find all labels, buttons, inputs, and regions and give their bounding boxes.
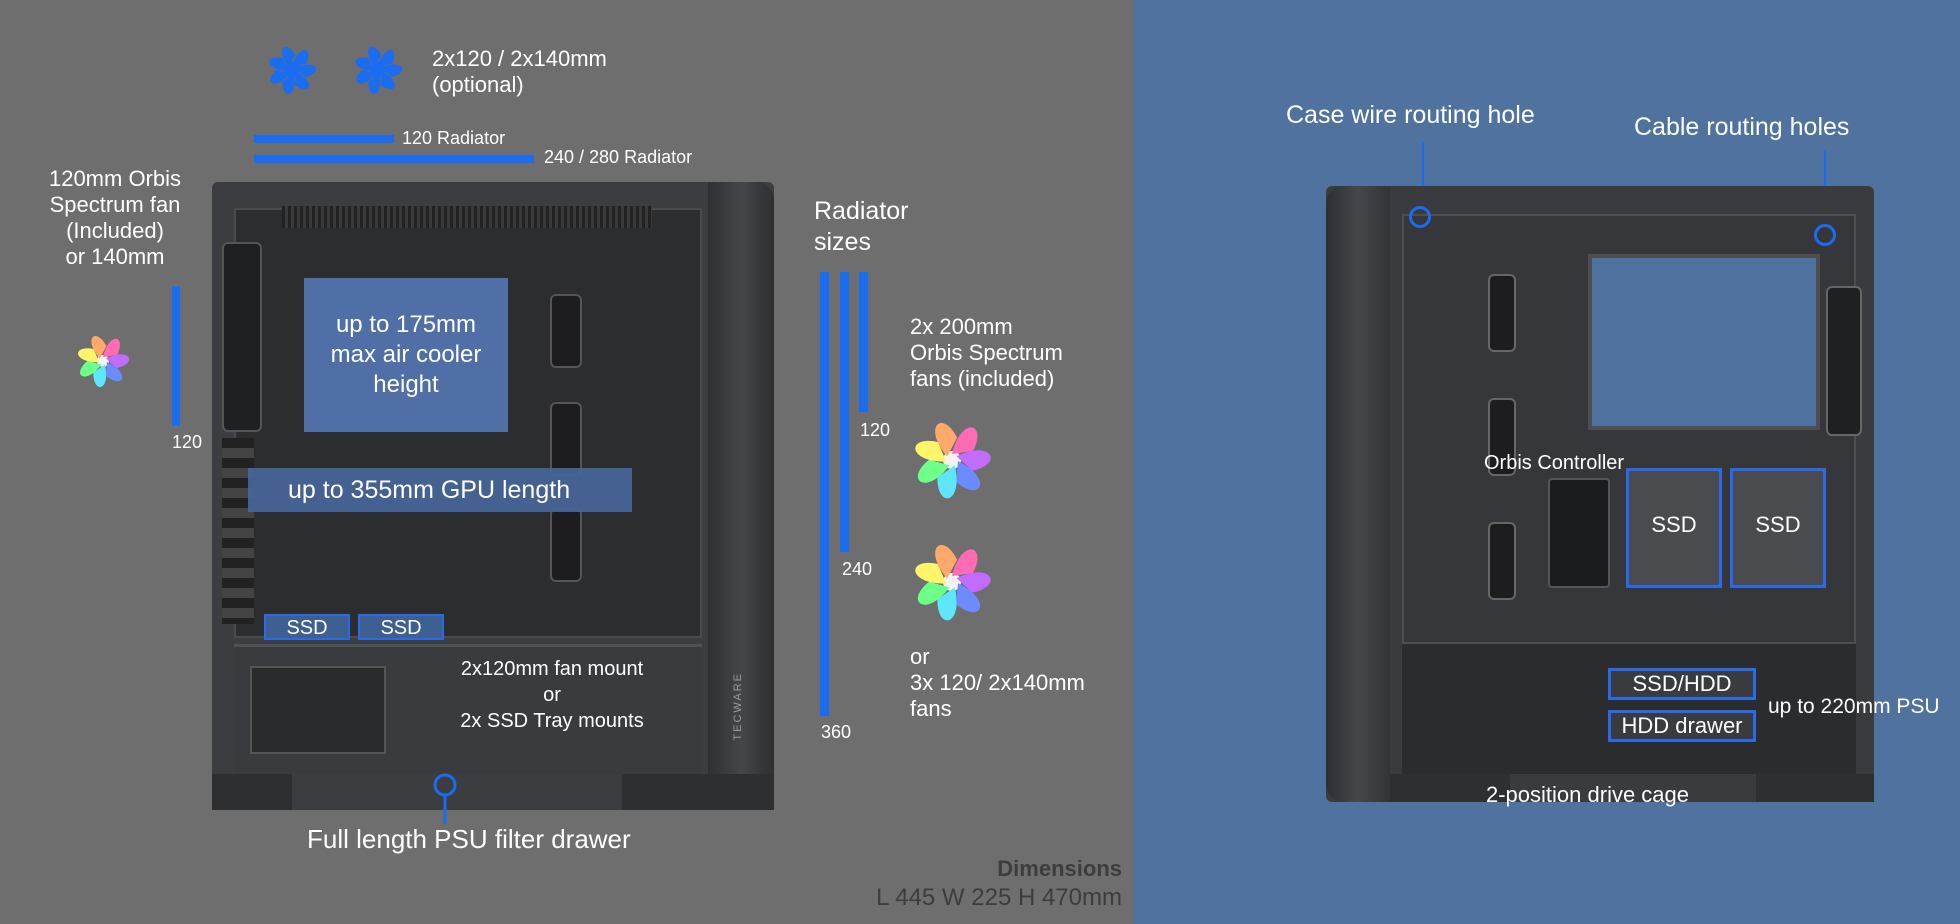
controller-label: Orbis Controller (1484, 452, 1625, 474)
gpu-zone (248, 468, 632, 512)
expansion-slots (222, 438, 254, 624)
front-fans-alt-label: or 3x 120/ 2x140mm fans (910, 644, 1085, 721)
top-fans-label: 2x120 / 2x140mm (optional) (432, 46, 607, 97)
foot (1756, 774, 1874, 802)
wire-hole-marker (1814, 224, 1836, 246)
ssd-label: SSD (286, 617, 328, 639)
fan-icon (269, 46, 317, 94)
psu-filter-marker (433, 773, 457, 824)
grommet (550, 294, 582, 368)
radiator-120-vbar (859, 272, 868, 412)
radiator-120-label: 120 Radiator (402, 128, 506, 148)
dimensions-title: Dimensions (997, 856, 1122, 881)
cooler-label: up to 175mm max air cooler height (330, 311, 482, 398)
grommet (1488, 274, 1516, 352)
front-fans-label: 2x 200mm Orbis Spectrum fans (included) (910, 314, 1063, 391)
psu-label: up to 220mm PSU (1768, 695, 1940, 718)
leader-line (1422, 142, 1424, 208)
ssd-label: SSD (380, 617, 422, 639)
grommet (550, 508, 582, 582)
ssd-tray (358, 614, 444, 640)
rgb-fan-icon (915, 545, 991, 621)
case-right-view: Orbis Controller SSD SSD SSD/HDD HDD dra… (1326, 186, 1940, 802)
dimensions-value: L 445 W 225 H 470mm (876, 884, 1122, 911)
basement (1402, 644, 1856, 774)
radiator-240-label: 240 / 280 Radiator (544, 147, 693, 167)
grommet (1488, 398, 1516, 476)
front-panel (1326, 186, 1390, 802)
wire-hole-marker (1409, 206, 1431, 228)
drive-cage-label: 2-position drive cage (1486, 782, 1690, 807)
foot (212, 774, 292, 810)
front-panel (708, 182, 774, 810)
rear-fan (1826, 286, 1862, 436)
psu-opening (250, 666, 386, 754)
rear-fan-label: 120mm Orbis Spectrum fan (Included) or 1… (48, 166, 182, 269)
rgb-fan-icon (78, 336, 130, 388)
ssd-hdd-box (1608, 668, 1756, 700)
cpu-cutout (1588, 254, 1820, 430)
brand-text: TECWARE (732, 672, 744, 741)
ssd-hdd-label: SSD/HDD (1632, 671, 1732, 696)
psu-filter-label: Full length PSU filter drawer (307, 824, 631, 854)
right-panel: Case wire routing hole Cable routing hol… (1134, 0, 1960, 924)
case-left-view: TECWARE up to 175mm max air cooler heigh… (212, 182, 774, 810)
orbis-controller (1548, 478, 1610, 588)
case-wire-label: Case wire routing hole (1286, 101, 1535, 129)
ssd-label: SSD (1755, 512, 1801, 537)
left-panel: 2x120 / 2x140mm (optional) 120 Radiator … (48, 46, 1122, 911)
foot (622, 774, 774, 810)
scale-360-label: 360 (821, 722, 852, 742)
rgb-fan-icon (915, 423, 991, 499)
fan-icon (355, 46, 403, 94)
cable-holes-label: Cable routing holes (1634, 113, 1850, 141)
ssd-tray (264, 614, 350, 640)
ssd-bay (1730, 468, 1826, 588)
scale-120-label: 120 (860, 420, 891, 440)
grommet (1488, 522, 1516, 600)
radiator-360-bar (820, 272, 829, 716)
radiator-240-bar (254, 155, 534, 163)
psu-shroud-label: 2x120mm fan mount or 2x SSD Tray mounts (460, 658, 644, 732)
rear-fan-scale-label: 120 (172, 432, 203, 452)
foot (1390, 774, 1510, 802)
top-mesh (282, 206, 652, 228)
hdd-drawer-label: HDD drawer (1621, 713, 1743, 738)
ssd-label: SSD (1651, 512, 1697, 537)
radiator-sizes-title: Radiator sizes (814, 197, 909, 256)
cooler-zone (304, 278, 508, 432)
grommet (550, 402, 582, 476)
rear-fan (222, 242, 262, 432)
radiator-120-bar (254, 135, 394, 143)
rear-fan-scale-bar (172, 286, 180, 426)
scale-240-label: 240 (842, 559, 873, 579)
gpu-label: up to 355mm GPU length (288, 476, 571, 504)
hdd-drawer-box (1608, 710, 1756, 742)
ssd-bay (1626, 468, 1722, 588)
radiator-240-vbar (840, 272, 849, 552)
